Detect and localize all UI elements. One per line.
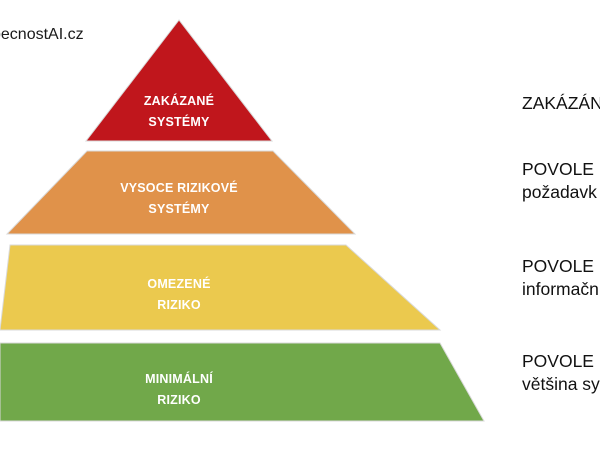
tier-minimal-risk-description: POVOLE většina sy — [522, 350, 600, 396]
tier-prohibited-shape — [84, 19, 274, 142]
tier-high-risk-shape — [5, 150, 357, 235]
tier-limited-risk-label-line2: RIZIKO — [157, 298, 201, 312]
tier-minimal-risk-shape — [0, 342, 485, 422]
tier-minimal-risk-label-line1: MINIMÁLNÍ — [145, 372, 213, 386]
tier-limited-risk-label-line1: OMEZENÉ — [147, 277, 211, 291]
tier-prohibited-description: ZAKÁZÁN — [522, 92, 600, 115]
tier-high-risk-description-line2: požadavk — [522, 182, 597, 202]
tier-prohibited-label: ZAKÁZANÉ SYSTÉMY — [118, 91, 240, 133]
tier-limited-risk-description-line2: informačn — [522, 279, 599, 299]
tier-high-risk-label: VYSOCE RIZIKOVÉ SYSTÉMY — [99, 178, 259, 220]
tier-prohibited-label-line1: ZAKÁZANÉ — [143, 94, 215, 108]
tier-high-risk-label-line1: VYSOCE RIZIKOVÉ — [120, 181, 238, 195]
tier-prohibited-label-line2: SYSTÉMY — [148, 115, 210, 129]
tier-minimal-risk-description-line1: POVOLE — [522, 351, 594, 371]
tier-high-risk-description: POVOLE požadavk — [522, 158, 597, 204]
tier-limited-risk-description: POVOLE informačn — [522, 255, 599, 301]
tier-limited-risk-shape — [0, 244, 442, 331]
tier-limited-risk-label: OMEZENÉ RIZIKO — [99, 274, 259, 316]
tier-minimal-risk-description-line2: většina sy — [522, 374, 600, 394]
tier-high-risk-label-line2: SYSTÉMY — [148, 202, 210, 216]
tier-limited-risk-description-line1: POVOLE — [522, 256, 594, 276]
watermark-text: becnostAI.cz — [0, 26, 84, 43]
tier-high-risk-description-line1: POVOLE — [522, 159, 594, 179]
tier-minimal-risk-label-line2: RIZIKO — [157, 393, 201, 407]
tier-minimal-risk-label: MINIMÁLNÍ RIZIKO — [99, 369, 259, 411]
tier-prohibited-description-line1: ZAKÁZÁN — [522, 93, 600, 113]
